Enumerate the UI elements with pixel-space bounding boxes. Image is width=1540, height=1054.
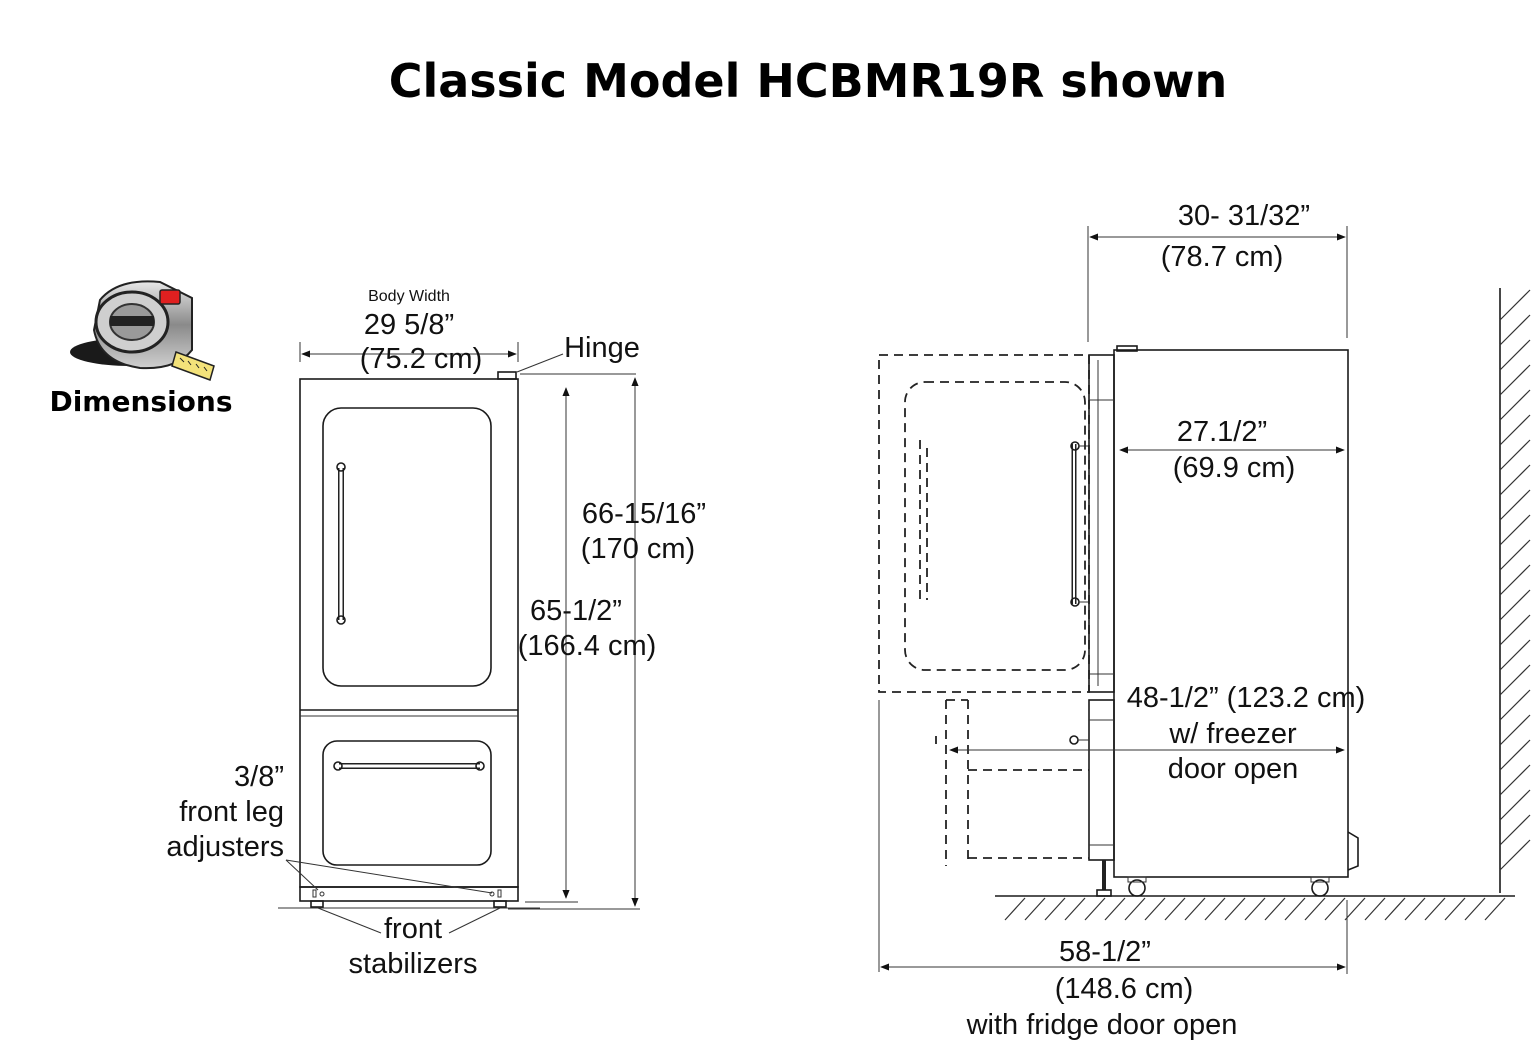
freezer-open-line-1: 48-1/2” (123.2 cm) [1127,682,1366,714]
page-title: Classic Model HCBMR19R shown [389,54,1228,108]
fridge-open-line-1: 58-1/2” [1059,936,1151,968]
body-height-cm: (166.4 cm) [518,630,657,662]
fridge-open-line-2: (148.6 cm) [1055,973,1194,1005]
body-width-caption: Body Width [368,288,450,305]
overall-depth-inches: 30- 31/32” [1178,200,1310,232]
body-depth-cm: (69.9 cm) [1173,452,1295,484]
fridge-open-line-3: with fridge door open [966,1009,1238,1041]
total-height-cm: (170 cm) [581,533,695,565]
body-width-inches: 29 5/8” [364,309,454,341]
body-height-inches: 65-1/2” [530,595,622,627]
leg-adjusters-line-2: front leg [179,796,284,828]
front-view [278,342,640,934]
hinge-label: Hinge [564,332,640,364]
stabilizers-line-2: stabilizers [349,948,478,980]
tape-measure-icon [70,280,215,381]
overall-depth-cm: (78.7 cm) [1161,241,1283,273]
side-view [878,226,1531,974]
stabilizers-line-1: front [384,913,442,945]
leg-adjusters-line-1: 3/8” [234,761,284,793]
leg-adjusters-line-3: adjusters [166,831,284,863]
total-height-inches: 66-15/16” [582,498,706,530]
body-width-cm: (75.2 cm) [360,343,482,375]
freezer-open-line-3: door open [1168,753,1299,785]
body-depth-inches: 27.1/2” [1177,416,1267,448]
freezer-open-line-2: w/ freezer [1168,718,1297,750]
dimensions-badge-label: Dimensions [49,385,232,418]
